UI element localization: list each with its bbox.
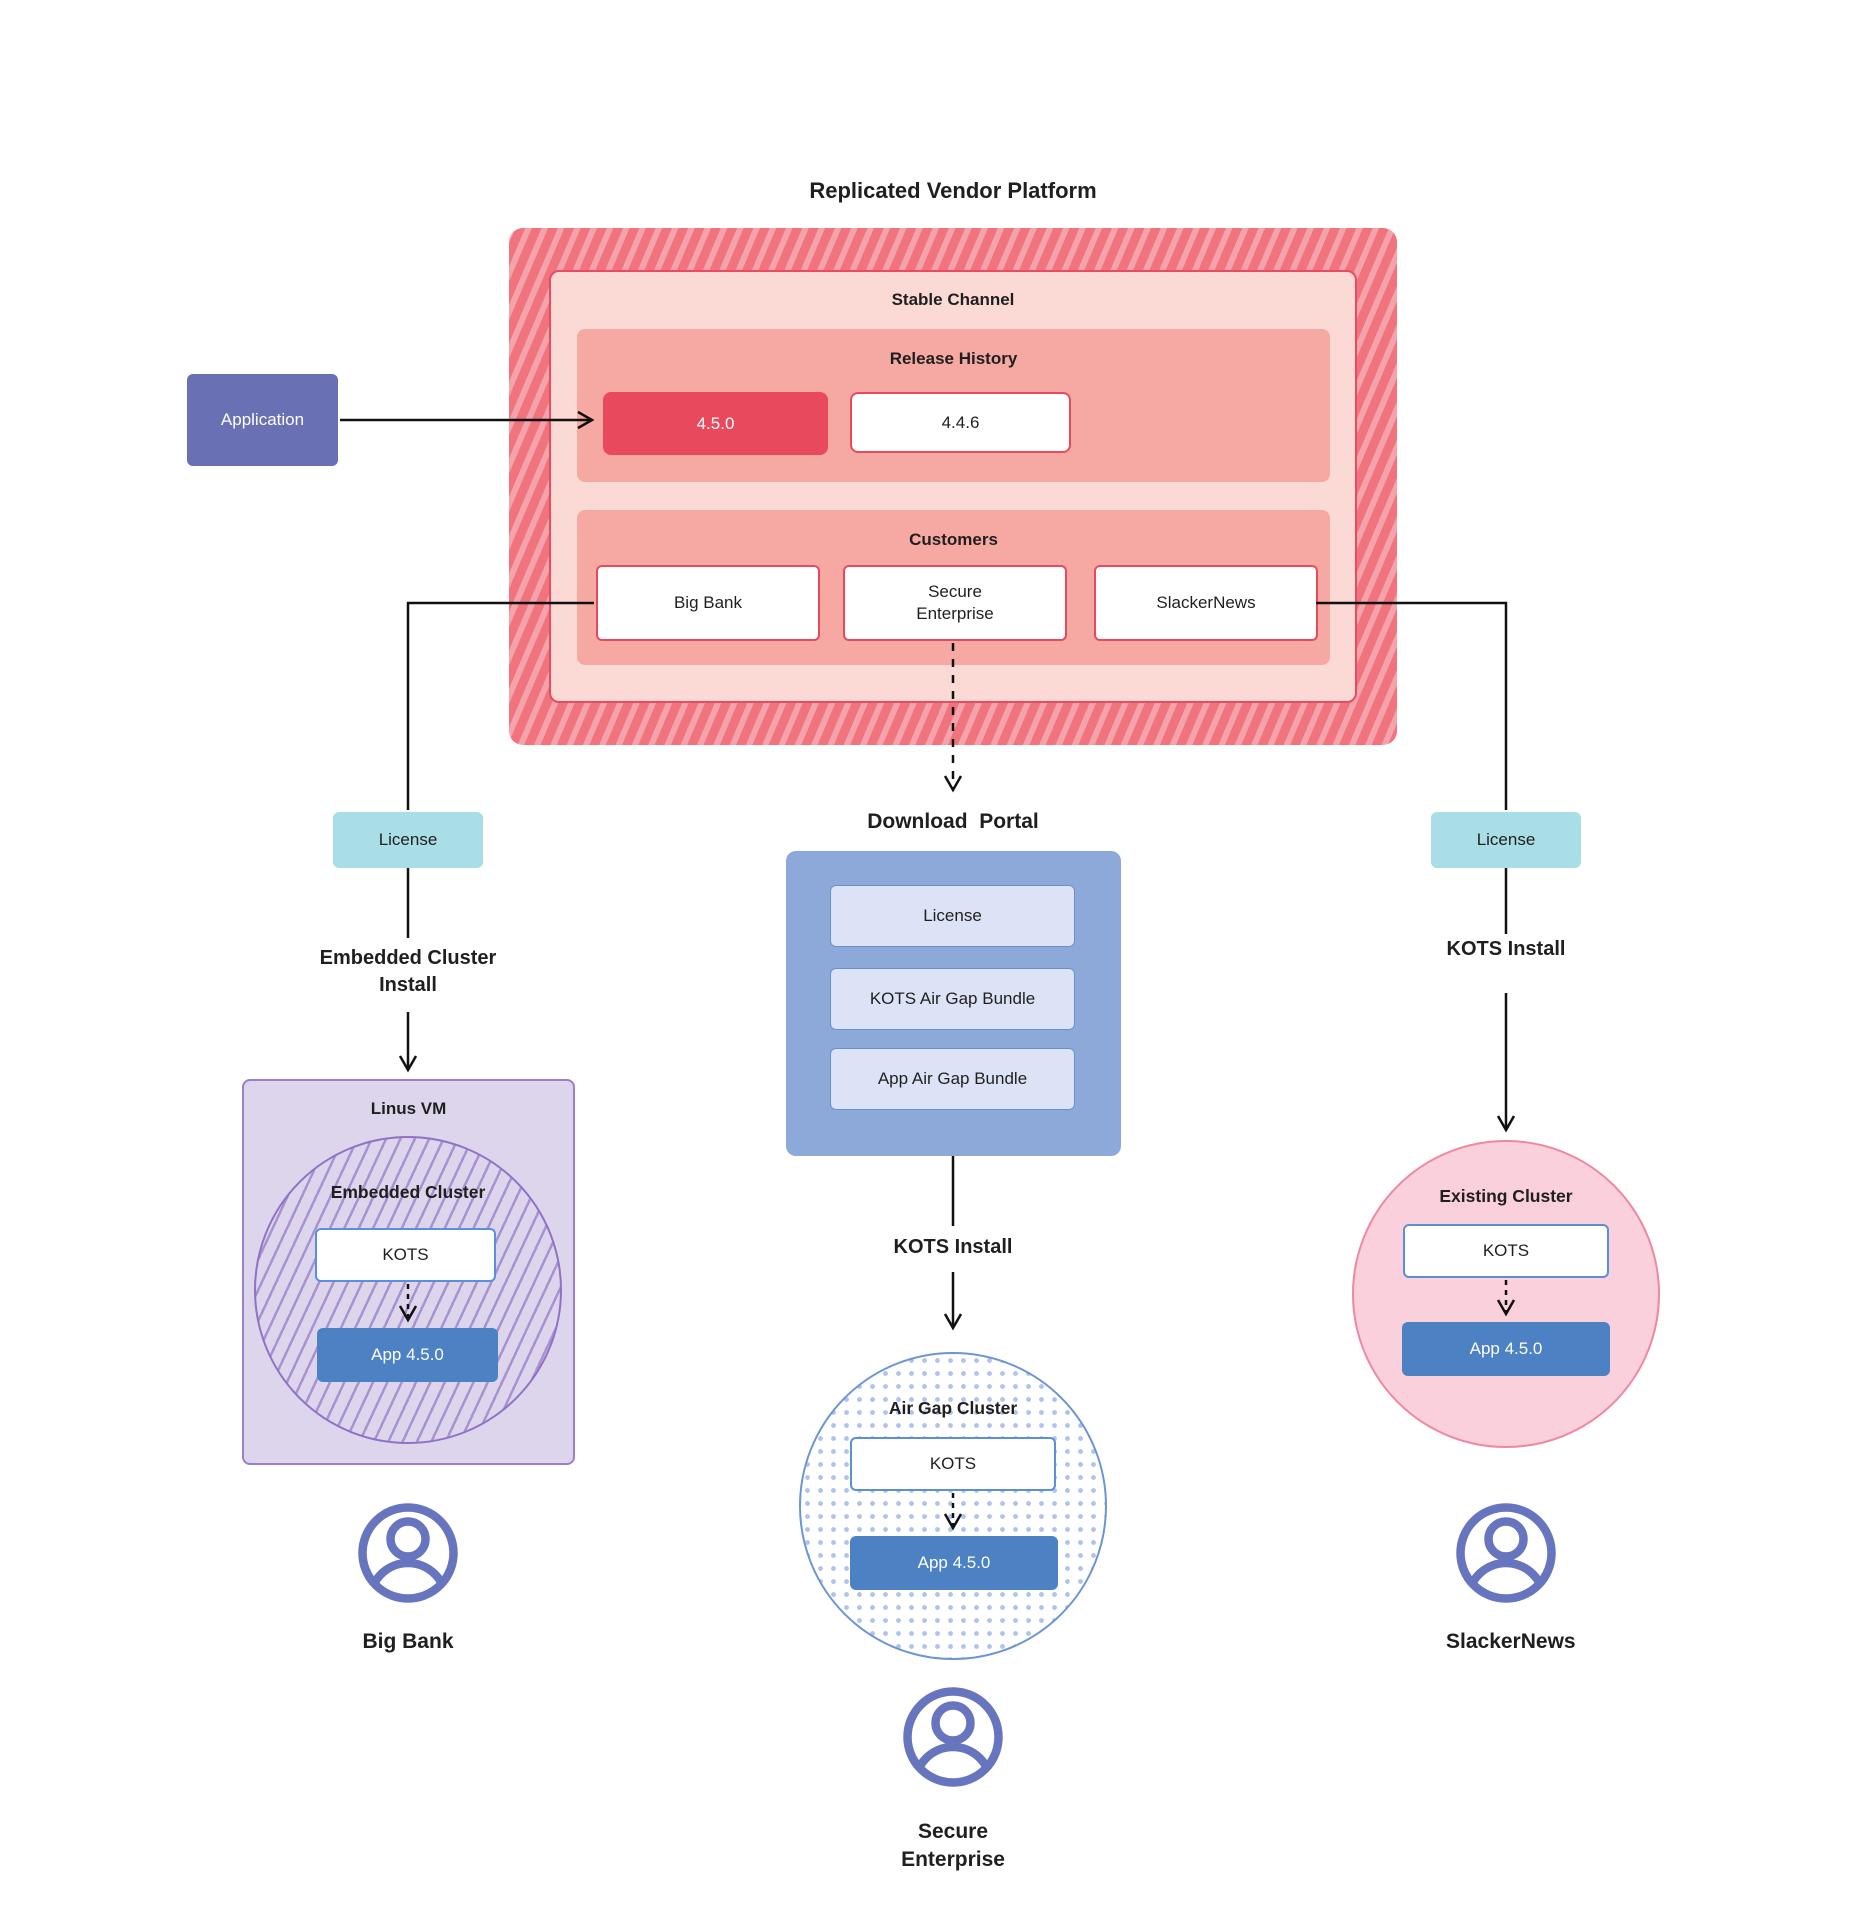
- user-name: SlackerNews: [1446, 1630, 1576, 1653]
- kots-label: KOTS: [929, 1454, 977, 1473]
- embedded-cluster-label: Embedded Cluster: [330, 1182, 486, 1202]
- kots-box-middle: KOTS: [850, 1437, 1056, 1491]
- app-box-left: App 4.5.0: [317, 1328, 498, 1382]
- release-4-5-0: 4.5.0: [603, 392, 828, 455]
- kots-install-label-middle: KOTS Install: [893, 1236, 1013, 1258]
- slackernews-user-icon: [1451, 1498, 1561, 1608]
- stable-channel-box: Stable Channel Release History 4.5.0 4.4…: [549, 270, 1357, 703]
- big-bank-user-icon: [353, 1498, 463, 1608]
- application-node: Application: [187, 374, 338, 466]
- portal-item-license: License: [830, 885, 1075, 947]
- stable-channel-label: Stable Channel: [891, 290, 1015, 309]
- kots-install-label-right: KOTS Install: [1446, 938, 1566, 960]
- kots-box-right: KOTS: [1403, 1224, 1609, 1278]
- slackernews-user-label: SlackerNews: [1396, 1628, 1616, 1656]
- application-label: Application: [220, 410, 305, 429]
- release-version: 4.5.0: [696, 413, 735, 433]
- big-bank-user-label: Big Bank: [298, 1628, 518, 1656]
- customer-slackernews: SlackerNews: [1094, 565, 1318, 641]
- app-label: App 4.5.0: [917, 1553, 991, 1572]
- user-name: Big Bank: [362, 1630, 454, 1653]
- app-box-middle: App 4.5.0: [850, 1536, 1058, 1590]
- customers-section: Customers Big Bank Secure Enterprise Sla…: [577, 510, 1330, 665]
- portal-item-label: License: [923, 906, 982, 925]
- download-portal-title: Download Portal: [867, 810, 1039, 833]
- customer-name: SlackerNews: [1156, 593, 1256, 612]
- customers-label: Customers: [909, 530, 998, 549]
- license-label: License: [1476, 830, 1536, 849]
- customer-secure-enterprise: Secure Enterprise: [843, 565, 1067, 641]
- kots-label: KOTS: [1482, 1241, 1530, 1260]
- user-name: Secure Enterprise: [901, 1820, 1005, 1871]
- portal-item-app-airgap-bundle: App Air Gap Bundle: [830, 1048, 1075, 1110]
- portal-item-label: App Air Gap Bundle: [877, 1069, 1028, 1088]
- portal-item-kots-airgap-bundle: KOTS Air Gap Bundle: [830, 968, 1075, 1030]
- license-chip-left: License: [333, 812, 483, 868]
- release-history-label: Release History: [889, 349, 1018, 368]
- app-label: App 4.5.0: [371, 1345, 444, 1364]
- download-portal-box: License KOTS Air Gap Bundle App Air Gap …: [786, 851, 1121, 1156]
- embedded-cluster-install-label: Embedded Cluster Install: [319, 947, 497, 996]
- secure-enterprise-user-icon: [898, 1682, 1008, 1792]
- portal-item-label: KOTS Air Gap Bundle: [869, 989, 1036, 1008]
- kots-label: KOTS: [382, 1245, 429, 1264]
- release-history-section: Release History 4.5.0 4.4.6: [577, 329, 1330, 482]
- customer-name: Secure Enterprise: [916, 582, 994, 623]
- existing-cluster-label: Existing Cluster: [1439, 1186, 1573, 1206]
- vendor-platform-container: Stable Channel Release History 4.5.0 4.4…: [509, 228, 1397, 745]
- linus-vm-label: Linus VM: [370, 1099, 447, 1118]
- customer-name: Big Bank: [673, 593, 743, 612]
- kots-box-left: KOTS: [315, 1228, 496, 1282]
- release-version: 4.4.6: [941, 412, 980, 432]
- air-gap-cluster-circle: Air Gap Cluster: [799, 1352, 1107, 1660]
- app-box-right: App 4.5.0: [1402, 1322, 1610, 1376]
- license-label: License: [378, 830, 438, 849]
- embedded-cluster-circle: Embedded Cluster: [254, 1136, 562, 1444]
- release-4-4-6: 4.4.6: [850, 392, 1071, 453]
- secure-enterprise-user-label: Secure Enterprise: [873, 1818, 1033, 1874]
- license-chip-right: License: [1431, 812, 1581, 868]
- air-gap-cluster-label: Air Gap Cluster: [888, 1398, 1018, 1418]
- existing-cluster-circle: Existing Cluster: [1352, 1140, 1660, 1448]
- diagram-title: Replicated Vendor Platform: [809, 178, 1097, 203]
- app-label: App 4.5.0: [1469, 1339, 1543, 1358]
- customer-big-bank: Big Bank: [596, 565, 820, 641]
